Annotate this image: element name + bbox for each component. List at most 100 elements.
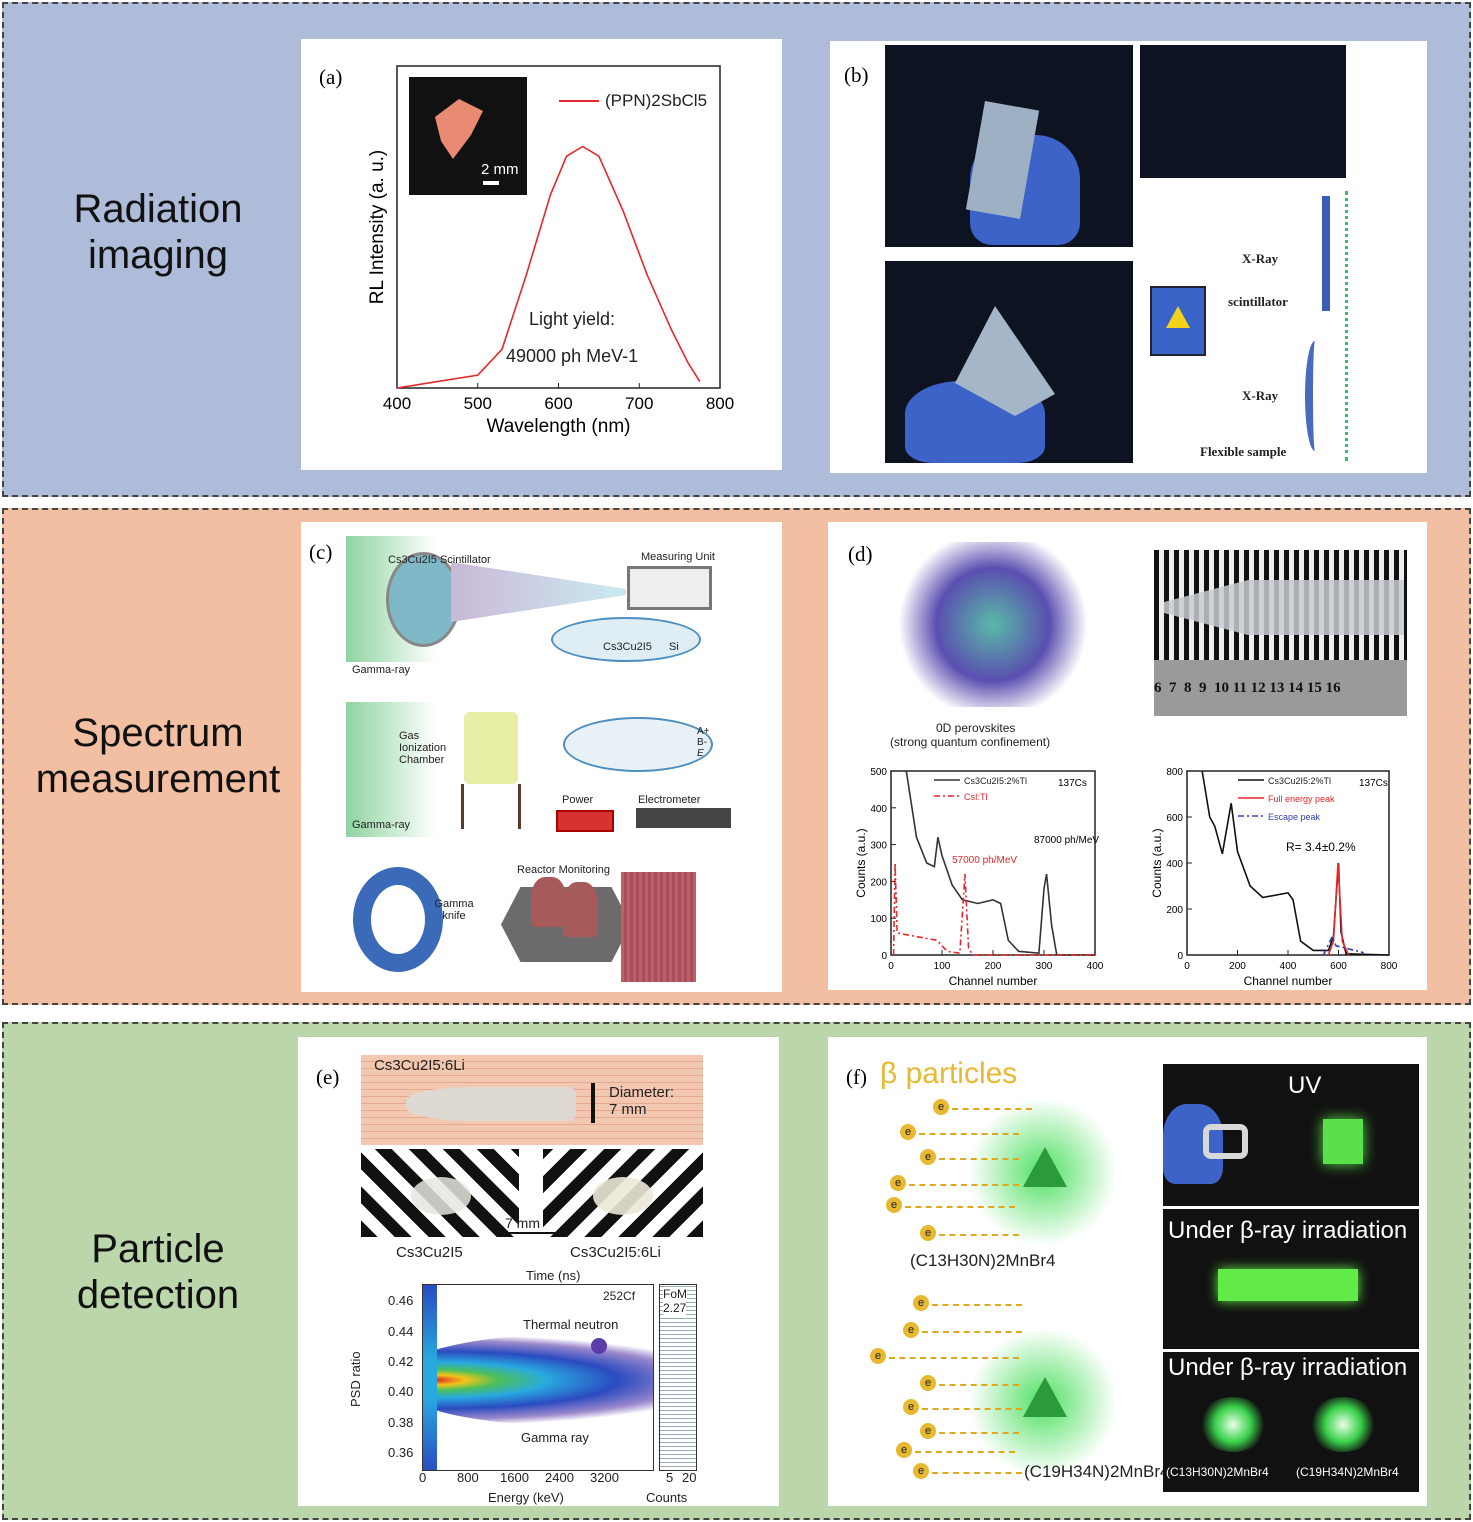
y-tick: 0.44 (388, 1324, 414, 1339)
y-tick: 0.38 (388, 1415, 414, 1430)
x-tick-label: 800 (706, 394, 734, 413)
x-tick: 3200 (590, 1470, 619, 1485)
uv-label: UV (1288, 1072, 1322, 1099)
y-tick-label: 800 (1166, 767, 1183, 778)
arrow (889, 1357, 1019, 1359)
x-tick-label: 600 (1330, 961, 1347, 972)
reactor-label: Reactor Monitoring (517, 864, 610, 876)
beta-particles-title: β particles (880, 1057, 1018, 1090)
electron-icon: e (920, 1423, 936, 1439)
electrometer-icon (636, 808, 731, 828)
x-tick-label: 400 (1087, 961, 1104, 972)
scale-bar (501, 1232, 557, 1234)
flexible-film-photo-2 (885, 261, 1133, 463)
thermal-neutron-label: Thermal neutron (523, 1317, 619, 1332)
x-tick-label: 300 (1036, 961, 1053, 972)
fom-label: FoM (663, 1287, 687, 1301)
gamma-ray-label: Gamma-ray (352, 664, 411, 676)
annotation: 57000 ph/MeV (952, 855, 1017, 866)
low-energy-band (423, 1285, 437, 1470)
flexible-sample (1305, 341, 1325, 451)
ionization-chamber (464, 712, 518, 784)
series-line (1322, 934, 1364, 956)
xray-label: X-Ray (1242, 251, 1279, 266)
y-axis-label: RL Intensity (a. u.) (367, 150, 388, 305)
series-line (1327, 862, 1350, 956)
annotation: R= 3.4±0.2% (1286, 840, 1356, 854)
x-axis-label: Channel number (949, 974, 1038, 988)
scale-bar-label: 2 mm (481, 161, 519, 178)
panel-tag: (c) (309, 540, 333, 564)
electron-icon: e (903, 1322, 919, 1338)
green-emission (1308, 1397, 1378, 1452)
gas-chamber-label: Gas Ionization Chamber (399, 730, 447, 766)
scale-bar (483, 181, 499, 185)
camera-icon (1150, 286, 1206, 356)
y-tick-label: 300 (870, 841, 887, 852)
row-label-line: Radiation (73, 187, 243, 231)
x-tick-label: 700 (625, 394, 653, 413)
beta-irradiation-label: Under β-ray irradiation (1168, 1354, 1408, 1381)
measuring-unit-label: Measuring Unit (641, 551, 715, 563)
molecule-2-formula: (C19H34N)2MnBr4 (1024, 1462, 1170, 1481)
y-tick-label: 0 (881, 951, 887, 962)
x-axis-label: Channel number (1244, 974, 1333, 988)
y-axis-label: Counts (a.u.) (854, 828, 868, 897)
light-beam (451, 562, 626, 622)
panel-tag: (e) (316, 1065, 340, 1089)
x-axis-label: Energy (keV) (488, 1490, 564, 1505)
sample-caption: (C13H30N)2MnBr4 (1166, 1465, 1269, 1479)
cooling-tower (531, 877, 566, 927)
y-tick: 0.42 (388, 1354, 414, 1369)
x-tick: 2400 (545, 1470, 574, 1485)
row-label-line: measurement (35, 757, 281, 801)
arrow (905, 1206, 1015, 1208)
diameter-bar (591, 1083, 595, 1123)
panel-tag: (f) (846, 1065, 867, 1089)
scintillator-disc (386, 552, 461, 647)
arrow (909, 1184, 1019, 1186)
scintillator-plate (1322, 196, 1330, 311)
electron-icon: e (913, 1295, 929, 1311)
uv-photo: UV (1163, 1064, 1419, 1206)
arrow (919, 1133, 1019, 1135)
structure-caption: 0D perovskites (936, 721, 1016, 735)
x-tick-label: 0 (888, 961, 894, 972)
crystal-photo (361, 1055, 703, 1145)
y-tick-label: 100 (870, 914, 887, 925)
x-tick-label: 0 (1184, 961, 1190, 972)
electron-icon: e (903, 1399, 919, 1415)
crystal-image (435, 99, 483, 159)
measuring-unit-icon (627, 566, 712, 610)
top-axis-label: Time (ns) (526, 1268, 581, 1283)
source-label: 137Cs (1359, 778, 1388, 789)
arrow (939, 1234, 1019, 1236)
structure-caption: (strong quantum confinement) (890, 735, 1051, 749)
row-label-line: detection (76, 1273, 240, 1317)
arrow (932, 1304, 1022, 1306)
y-axis-label: PSD ratio (348, 1351, 363, 1407)
x-tick-label: 600 (544, 394, 572, 413)
psd-scatter-plot (422, 1284, 654, 1471)
electron-icon: e (920, 1149, 936, 1165)
power-supply-icon (556, 810, 614, 832)
y-tick-label: 600 (1166, 813, 1183, 824)
y-tick: 0.36 (388, 1445, 414, 1460)
source-label: 252Cf (603, 1289, 636, 1303)
electron-icon: e (913, 1463, 929, 1479)
scintillator-label: scintillator (1228, 294, 1288, 309)
gamma-knife-label: Gamma knife (434, 898, 474, 922)
arrow (922, 1408, 1022, 1410)
panel-c: (c) Cs3Cu2I5 Scintillator Measuring Unit… (301, 522, 782, 992)
x-tick-label: 200 (1229, 961, 1246, 972)
x-tick: 800 (457, 1470, 479, 1485)
beta-irradiation-label: Under β-ray irradiation (1168, 1217, 1408, 1244)
electron-icon: e (870, 1348, 886, 1364)
green-emission (1198, 1397, 1268, 1452)
electron-icon: e (900, 1124, 916, 1140)
tripod (461, 784, 521, 829)
si-label: Si (669, 641, 679, 653)
crystal-rod-photo: 6 7 8 9 10 11 12 13 14 15 16 (1154, 550, 1407, 716)
legend-label: CsI:Tl (964, 792, 988, 802)
